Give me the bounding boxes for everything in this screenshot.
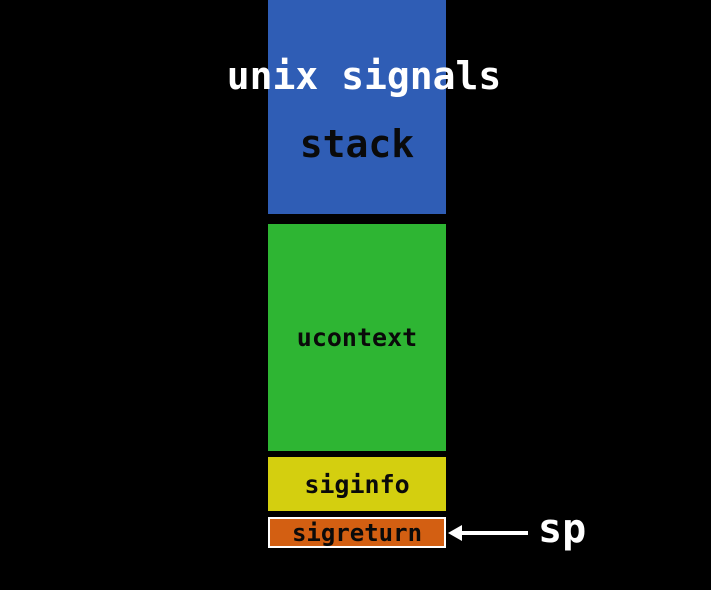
ucontext-block: ucontext [268,224,446,451]
sigreturn-block: sigreturn [268,517,446,548]
siginfo-label: siginfo [304,469,410,499]
arrow-left-icon [448,525,528,541]
diagram-title: unix signals [226,54,502,98]
siginfo-block: siginfo [268,457,446,511]
stack-block: stack [268,0,446,214]
sigreturn-label: sigreturn [291,518,423,547]
stack-pointer-label: sp [538,506,587,552]
stack-label: stack [299,122,415,166]
ucontext-label: ucontext [296,323,418,352]
